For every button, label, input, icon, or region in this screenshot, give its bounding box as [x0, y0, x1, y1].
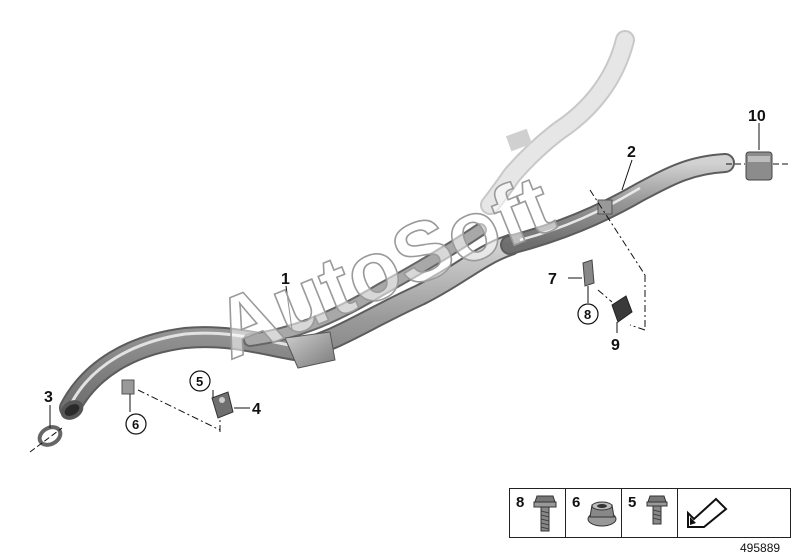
clamp-part-3 [29, 405, 63, 453]
flange-bolt-icon [533, 495, 557, 532]
legend-number: 6 [572, 494, 581, 511]
hanger-rear [568, 189, 646, 333]
arrow-icon [687, 497, 728, 528]
hex-bolt-icon [646, 495, 668, 525]
callout-7: 7 [548, 271, 557, 288]
svg-text:5: 5 [196, 374, 203, 389]
svg-text:8: 8 [584, 307, 591, 322]
parts-legend: 8 6 5 [509, 488, 791, 538]
svg-text:6: 6 [132, 417, 139, 432]
exhaust-pipe-rear [500, 153, 735, 255]
callout-6-circled: 6 [125, 413, 147, 435]
center-silencer [284, 331, 336, 369]
legend-cell-5: 5 [622, 489, 678, 537]
callout-2: 2 [627, 144, 636, 161]
callout-8-circled: 8 [577, 303, 599, 325]
callout-9: 9 [611, 337, 620, 354]
legend-number: 8 [516, 494, 525, 511]
legend-number: 5 [628, 494, 637, 511]
leader-1 [285, 285, 293, 331]
callout-4: 4 [252, 401, 261, 418]
flange-nut-icon [587, 501, 617, 527]
callout-3: 3 [44, 389, 53, 406]
watermark: AutoSoft [202, 157, 566, 377]
callout-10: 10 [748, 108, 766, 125]
hanger-front [121, 379, 250, 432]
callout-1: 1 [281, 271, 290, 288]
leader-2 [621, 159, 633, 191]
legend-cell-6: 6 [566, 489, 622, 537]
callout-5-circled: 5 [189, 370, 211, 392]
legend-cell-8: 8 [510, 489, 566, 537]
clamp-part-10 [726, 123, 790, 181]
legend-cell-arrow [678, 489, 736, 537]
ghost-pipe [480, 30, 635, 215]
diagram-id: 495889 [740, 541, 781, 555]
exhaust-pipe-twin [243, 223, 487, 347]
